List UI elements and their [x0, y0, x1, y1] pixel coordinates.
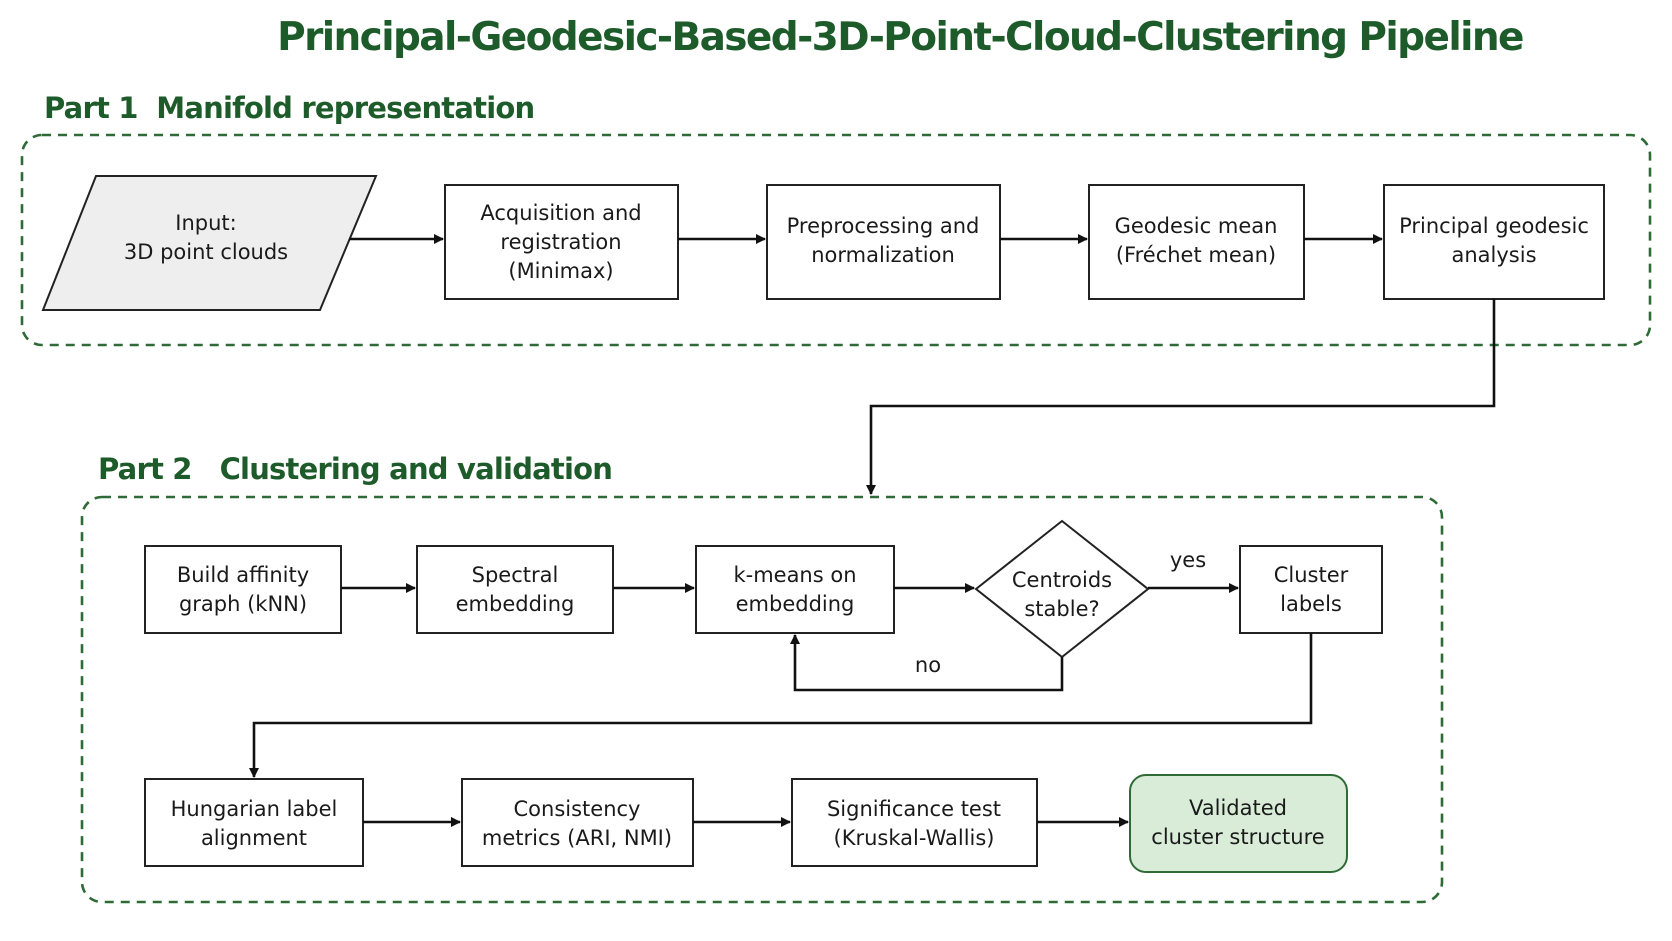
- node-labels: Cluster labels: [1274, 563, 1349, 616]
- node-affinity: Build affinity graph (kNN): [177, 563, 309, 616]
- node-label-line: (Fréchet mean): [1116, 243, 1276, 267]
- node-labels-box: [1239, 545, 1383, 634]
- node-spectral-box: [416, 545, 614, 634]
- node-acquisition-box: [444, 184, 679, 300]
- node-geodesic-mean: Geodesic mean (Fréchet mean): [1115, 214, 1278, 267]
- edge-decision-to-kmeans-no: [790, 634, 1064, 692]
- node-label-line: Centroids: [1012, 568, 1112, 592]
- node-acquisition: Acquisition and registration (Minimax): [480, 201, 641, 283]
- section-border-part2: [80, 495, 1444, 904]
- node-label-line: embedding: [456, 592, 575, 616]
- node-label-line: metrics (ARI, NMI): [482, 826, 672, 850]
- node-consistency-box: [461, 778, 694, 867]
- node-input: Input: 3D point clouds: [124, 211, 288, 264]
- node-geodesic-mean-box: [1088, 184, 1305, 300]
- node-label-line: Validated: [1189, 796, 1287, 820]
- node-label-line: 3D point clouds: [124, 240, 288, 264]
- node-preprocessing-box: [766, 184, 1001, 300]
- node-affinity-box: [144, 545, 342, 634]
- edge-label-no: no: [915, 653, 941, 677]
- node-label-line: normalization: [811, 243, 955, 267]
- node-label-line: graph (kNN): [179, 592, 307, 616]
- node-pga-box: [1383, 184, 1605, 300]
- section-title-part2: Part 2 Clustering and validation: [98, 452, 612, 486]
- node-label-line: Geodesic mean: [1115, 214, 1278, 238]
- node-label-line: Significance test: [827, 797, 1001, 821]
- edge-labels-to-hungarian: [249, 633, 1313, 778]
- node-consistency: Consistency metrics (ARI, NMI): [482, 797, 672, 850]
- node-label-line: Input:: [175, 211, 236, 235]
- node-hungarian-box: [144, 778, 364, 867]
- node-label-line: Spectral: [472, 563, 559, 587]
- edge-label-yes: yes: [1170, 548, 1206, 572]
- node-significance: Significance test (Kruskal-Wallis): [827, 797, 1001, 850]
- node-input-shape: [41, 175, 378, 311]
- node-label-line: registration: [500, 230, 621, 254]
- edge-pga-to-part2: [866, 299, 1496, 495]
- node-label-line: Hungarian label: [171, 797, 338, 821]
- node-validated: Validated cluster structure: [1151, 796, 1324, 849]
- node-label-line: embedding: [736, 592, 855, 616]
- node-pga: Principal geodesic analysis: [1399, 214, 1589, 267]
- node-label-line: Build affinity: [177, 563, 309, 587]
- node-decision: Centroids stable?: [1012, 568, 1112, 621]
- node-validated-box: [1129, 774, 1348, 873]
- node-label-line: Consistency: [514, 797, 641, 821]
- node-hungarian: Hungarian label alignment: [171, 797, 338, 850]
- section-border-part1: [20, 133, 1652, 347]
- node-spectral: Spectral embedding: [456, 563, 575, 616]
- node-label-line: analysis: [1451, 243, 1536, 267]
- node-label-line: stable?: [1024, 597, 1099, 621]
- node-label-line: Acquisition and: [480, 201, 641, 225]
- node-label-line: k-means on: [733, 563, 856, 587]
- node-preprocessing: Preprocessing and normalization: [787, 214, 980, 267]
- node-label-line: (Kruskal-Wallis): [834, 826, 995, 850]
- node-label-line: Cluster: [1274, 563, 1349, 587]
- section-title-part1: Part 1 Manifold representation: [44, 91, 534, 125]
- node-label-line: Principal geodesic: [1399, 214, 1589, 238]
- node-label-line: (Minimax): [508, 259, 613, 283]
- node-label-line: cluster structure: [1151, 825, 1324, 849]
- node-label-line: alignment: [201, 826, 307, 850]
- node-kmeans-box: [695, 545, 895, 634]
- node-kmeans: k-means on embedding: [733, 563, 856, 616]
- diagram-title: Principal-Geodesic-Based-3D-Point-Cloud-…: [277, 15, 1523, 60]
- node-label-line: Preprocessing and: [787, 214, 980, 238]
- node-label-line: labels: [1280, 592, 1342, 616]
- node-significance-box: [791, 778, 1038, 867]
